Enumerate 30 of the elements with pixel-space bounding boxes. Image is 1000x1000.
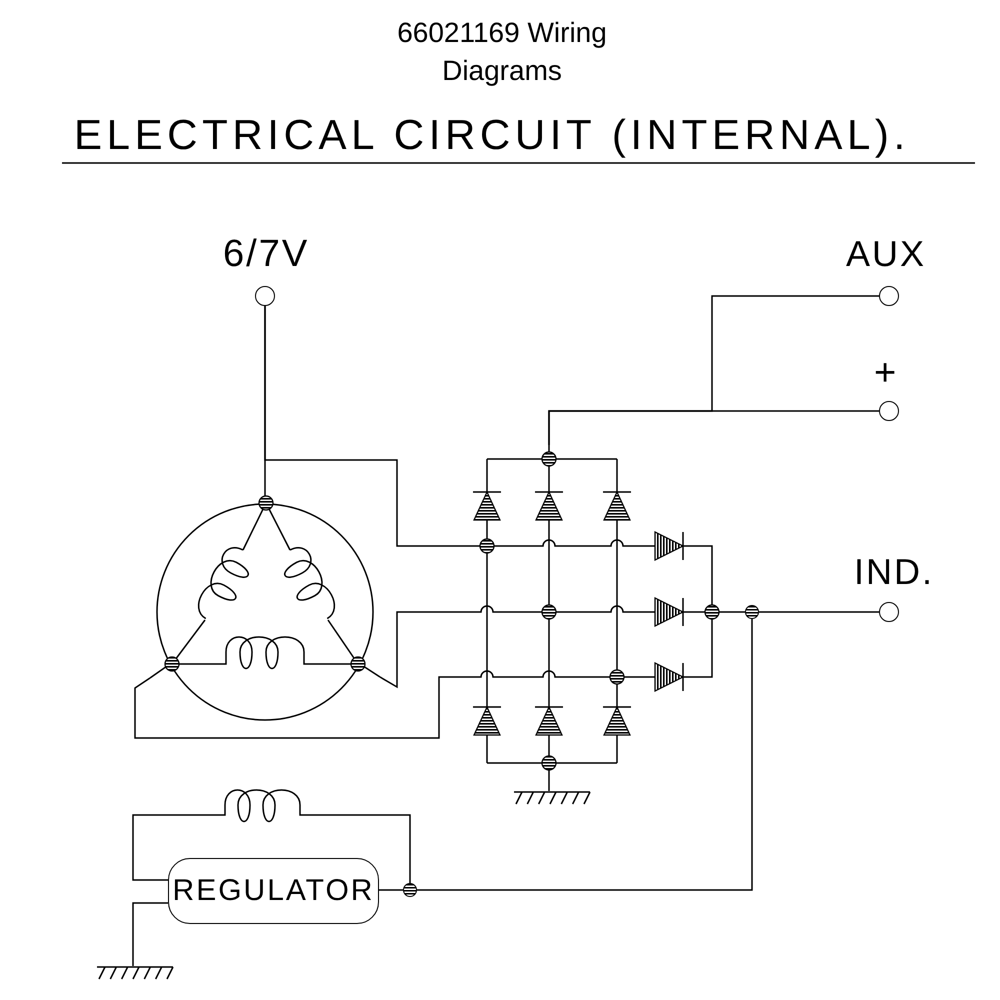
terminal-label: IND. <box>854 554 934 590</box>
wire <box>379 889 403 891</box>
terminal-circle <box>879 602 899 622</box>
wire <box>380 611 470 688</box>
wire <box>548 295 879 445</box>
wire <box>725 611 745 613</box>
wire <box>328 814 411 883</box>
junction-dot <box>745 605 759 619</box>
terminal-label: 6/7V <box>223 235 310 273</box>
terminal-circle <box>879 286 899 306</box>
terminal-label: AUX <box>846 236 926 272</box>
node-text: REGULATOR <box>172 874 374 908</box>
heading-label: ELECTRICAL CIRCUIT (INTERNAL). <box>74 114 910 156</box>
wire <box>134 676 470 739</box>
diagram-title: 66021169 Wiring Diagrams <box>396 16 608 88</box>
ground-symbol <box>514 791 590 807</box>
terminal-circle <box>255 286 275 306</box>
regulator-box <box>168 858 379 924</box>
terminal-label: + <box>874 354 898 392</box>
junction-dot <box>403 883 417 897</box>
rectifier-bridge-drawing <box>470 445 725 772</box>
terminal-circle <box>879 401 899 421</box>
stator-winding-drawing <box>150 496 380 722</box>
wire <box>759 611 879 613</box>
wire <box>264 306 470 547</box>
wire <box>417 619 753 891</box>
wire <box>548 772 550 791</box>
wire <box>132 902 168 966</box>
ground-symbol <box>97 966 173 982</box>
wire <box>132 814 222 881</box>
